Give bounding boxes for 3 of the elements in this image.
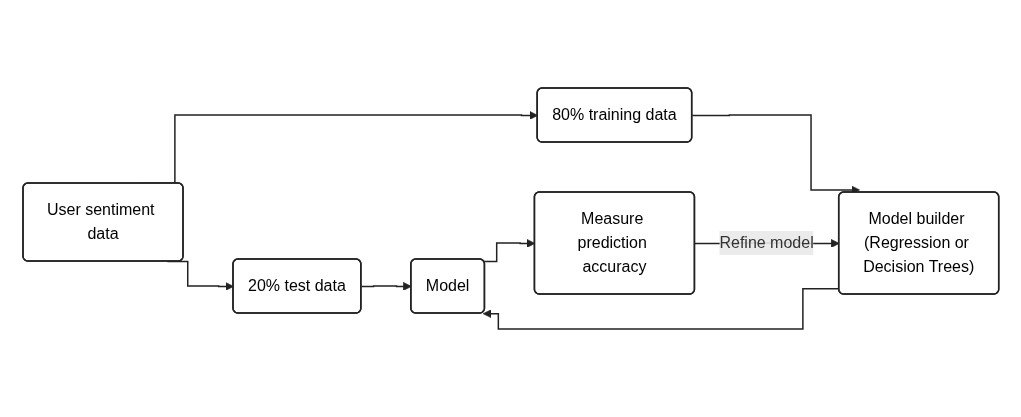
arrow	[482, 239, 535, 263]
arrow	[482, 287, 840, 330]
edge-label: Refine model	[719, 234, 814, 251]
